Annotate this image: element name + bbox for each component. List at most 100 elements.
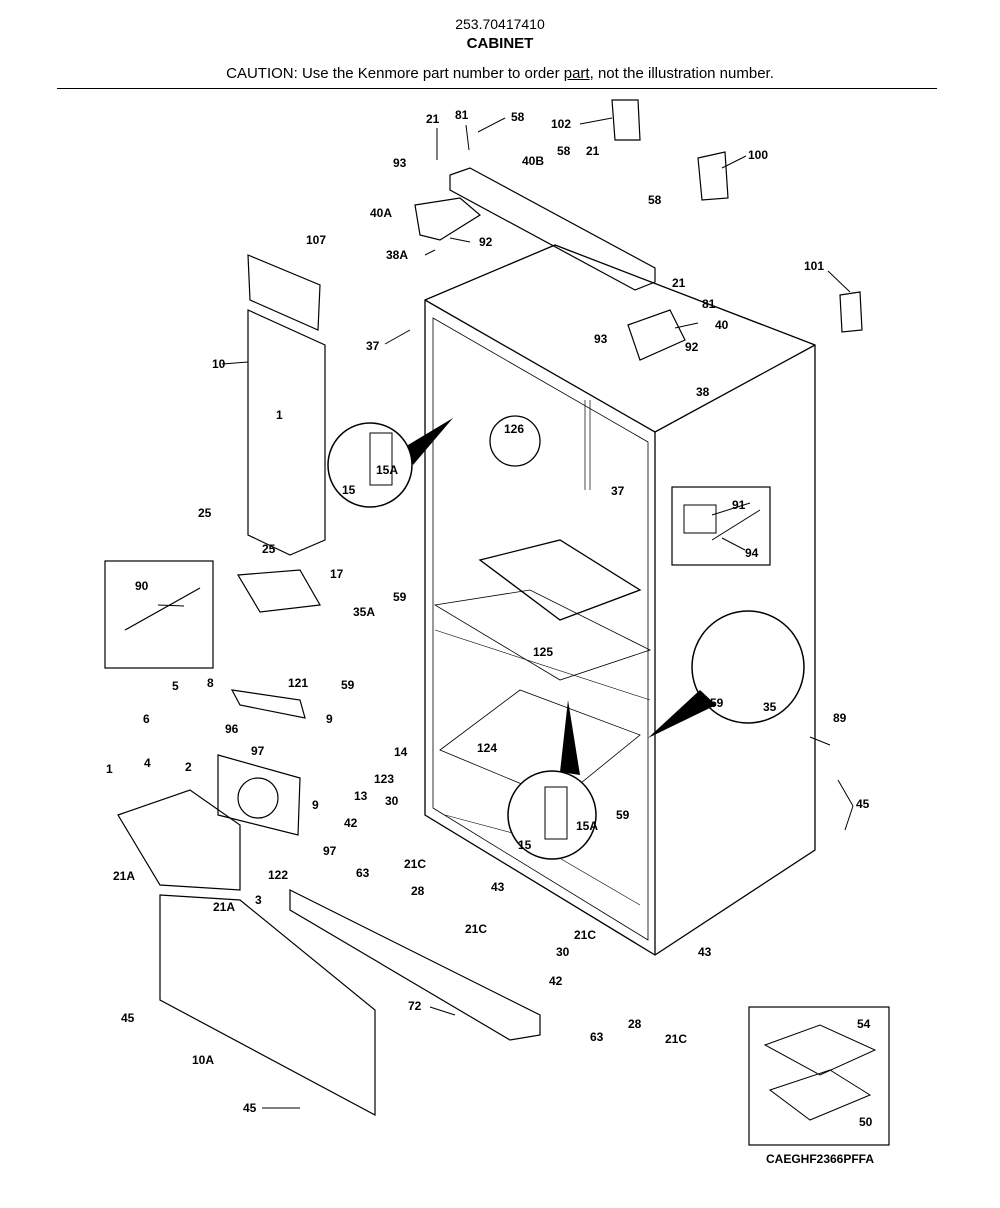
callout-81: 81	[702, 297, 716, 311]
callout-9: 9	[326, 712, 333, 726]
callout-6: 6	[143, 712, 150, 726]
callout-107: 107	[306, 233, 326, 247]
callout-59: 59	[710, 696, 724, 710]
callout-96: 96	[225, 722, 239, 736]
callout-21: 21	[586, 144, 600, 158]
callout-59: 59	[616, 808, 630, 822]
callout-97: 97	[251, 744, 265, 758]
callout-45: 45	[856, 797, 870, 811]
callout-40b: 40B	[522, 154, 544, 168]
callout-9: 9	[312, 798, 319, 812]
callout-92: 92	[479, 235, 493, 249]
callout-15: 15	[518, 838, 532, 852]
callout-58: 58	[511, 110, 525, 124]
callout-10: 10	[212, 357, 226, 371]
callout-45: 45	[121, 1011, 135, 1025]
callout-101: 101	[804, 259, 824, 273]
callout-13: 13	[354, 789, 368, 803]
callout-50: 50	[859, 1115, 873, 1129]
main-cabinet	[424, 244, 816, 956]
callout-122: 122	[268, 868, 288, 882]
callout-38: 38	[696, 385, 710, 399]
left-air-duct	[236, 254, 326, 613]
detail-box-91-94	[671, 486, 771, 566]
callout-21a: 21A	[213, 900, 235, 914]
callout-125: 125	[533, 645, 553, 659]
callout-38a: 38A	[386, 248, 408, 262]
toe-grille-and-rear-panel	[159, 889, 541, 1117]
callout-90: 90	[135, 579, 149, 593]
callout-59: 59	[341, 678, 355, 692]
callout-21: 21	[426, 112, 440, 126]
section-title: CABINET	[466, 35, 534, 52]
callout-43: 43	[491, 880, 505, 894]
callout-28: 28	[411, 884, 425, 898]
detail-circle-15a-upper	[327, 418, 453, 508]
callout-54: 54	[857, 1017, 871, 1031]
callout-15: 15	[342, 483, 356, 497]
callout-58: 58	[557, 144, 571, 158]
callout-4: 4	[144, 756, 151, 770]
detail-circle-126	[489, 415, 541, 467]
caution-part-word: part	[563, 65, 590, 82]
callout-15a: 15A	[376, 463, 398, 477]
callout-121: 121	[288, 676, 308, 690]
fan-and-control-assembly	[117, 689, 306, 891]
callout-30: 30	[556, 945, 570, 959]
callout-91: 91	[732, 498, 746, 512]
model-number: 253.70417410	[455, 16, 545, 32]
callout-30: 30	[385, 794, 399, 808]
callout-124: 124	[477, 741, 497, 755]
callout-63: 63	[590, 1030, 604, 1044]
callout-17: 17	[330, 567, 344, 581]
callout-42: 42	[549, 974, 563, 988]
callout-42: 42	[344, 816, 358, 830]
callout-93: 93	[393, 156, 407, 170]
callout-37: 37	[611, 484, 625, 498]
callout-43: 43	[698, 945, 712, 959]
callout-102: 102	[551, 117, 571, 131]
callout-126: 126	[504, 422, 524, 436]
callout-21c: 21C	[574, 928, 596, 942]
callout-21c: 21C	[665, 1032, 687, 1046]
callout-59: 59	[393, 590, 407, 604]
callout-94: 94	[745, 546, 759, 560]
callout-97: 97	[323, 844, 337, 858]
callout-3: 3	[255, 893, 262, 907]
callout-123: 123	[374, 772, 394, 786]
callout-35a: 35A	[353, 605, 375, 619]
callout-1: 1	[276, 408, 283, 422]
callout-25: 25	[198, 506, 212, 520]
callout-25: 25	[262, 542, 276, 556]
callout-21a: 21A	[113, 869, 135, 883]
callout-1: 1	[106, 762, 113, 776]
callout-8: 8	[207, 676, 214, 690]
callout-63: 63	[356, 866, 370, 880]
callout-45: 45	[243, 1101, 257, 1115]
callout-21c: 21C	[404, 857, 426, 871]
callout-10a: 10A	[192, 1053, 214, 1067]
callout-92: 92	[685, 340, 699, 354]
callout-37: 37	[366, 339, 380, 353]
detail-circle-35-right	[648, 610, 805, 738]
detail-circle-15a-lower	[507, 700, 597, 860]
callout-2: 2	[185, 760, 192, 774]
callout-93: 93	[594, 332, 608, 346]
callout-labels: 21 81 58 102 58 21 40B 100 93 58 40A 92 …	[106, 108, 873, 1129]
detail-box-ice-bin	[748, 1006, 890, 1146]
callout-21c: 21C	[465, 922, 487, 936]
callout-100: 100	[748, 148, 768, 162]
callout-72: 72	[408, 999, 422, 1013]
callout-35: 35	[763, 700, 777, 714]
caution-text-after: , not the illustration number.	[589, 65, 774, 82]
caution-notice: CAUTION: Use the Kenmore part number to …	[0, 65, 1000, 82]
callout-81: 81	[455, 108, 469, 122]
callout-15a: 15A	[576, 819, 598, 833]
callout-leaders	[157, 117, 854, 1109]
callout-21: 21	[672, 276, 686, 290]
callout-5: 5	[172, 679, 179, 693]
header-divider	[57, 88, 937, 89]
diagram-code: CAEGHF2366PFFA	[765, 1152, 875, 1166]
callout-14: 14	[394, 745, 408, 759]
